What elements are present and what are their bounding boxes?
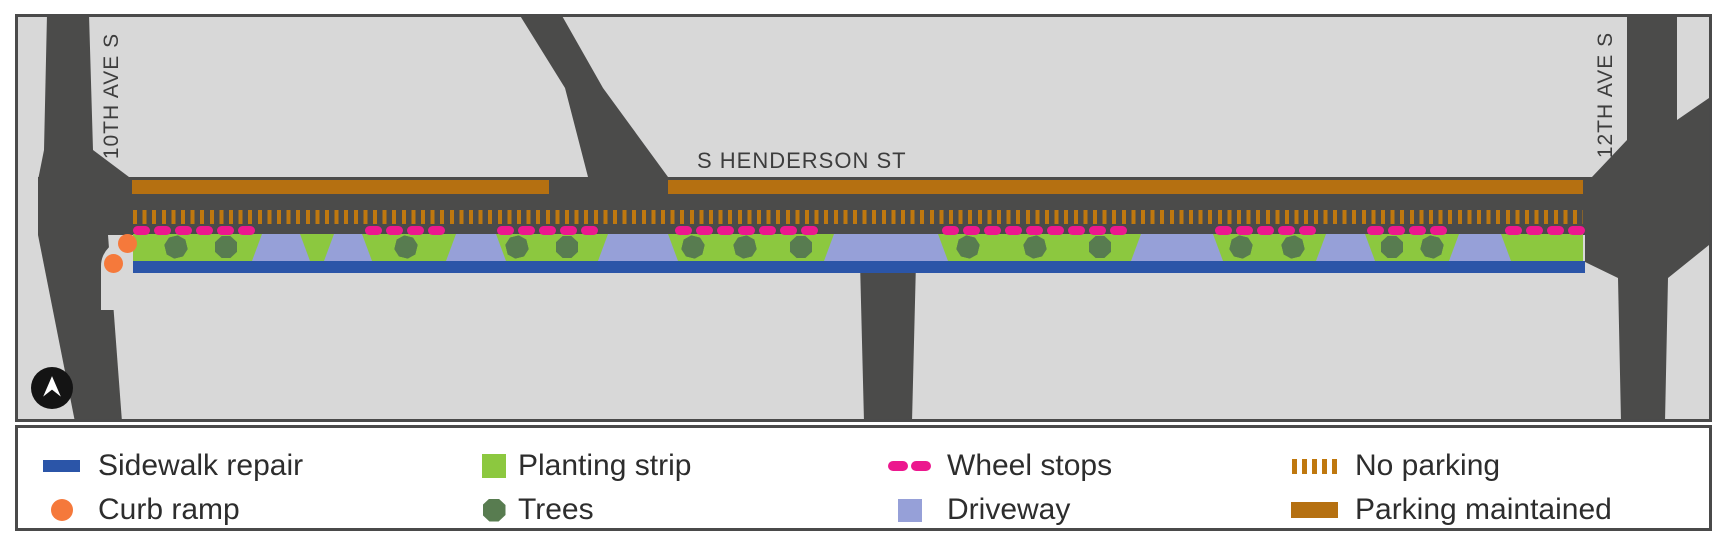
legend-item-no-parking: No parking (1291, 451, 1500, 481)
legend-item-parking-maintained: Parking maintained (1291, 495, 1612, 525)
parking-maintained-bar (132, 180, 549, 194)
wheel-stop (1526, 226, 1543, 235)
wheel-stop (518, 226, 535, 235)
driveway-apron (1449, 234, 1511, 261)
wheel-stop (1430, 226, 1447, 235)
wheel-stop (238, 226, 255, 235)
wheel-stop (386, 226, 403, 235)
driveway-apron (446, 234, 506, 261)
wheel-stop (154, 226, 171, 235)
wheel-stop (133, 226, 150, 235)
legend-label-planting-strip: Planting strip (518, 449, 692, 482)
driveway-apron (1131, 234, 1223, 261)
henderson-street-label: S HENDERSON ST (697, 148, 907, 173)
wheel-stop (1547, 226, 1564, 235)
wheel-stop (801, 226, 818, 235)
sidewalk-repair-swatch (43, 460, 80, 472)
wheel-stop (1005, 226, 1022, 235)
driveway-apron (824, 234, 948, 261)
curb-ramp-swatch (43, 499, 80, 521)
legend-item-trees: Trees (482, 495, 594, 525)
wheel-stop (175, 226, 192, 235)
wheel-stop (738, 226, 755, 235)
planting-strip-swatch (482, 454, 506, 478)
sidewalk-repair-bar (133, 261, 1585, 273)
wheel-stop (675, 226, 692, 235)
tree (556, 236, 578, 258)
legend-item-driveway: Driveway (888, 495, 1070, 525)
wheel-stop (1278, 226, 1295, 235)
wheel-stop (1568, 226, 1585, 235)
parking-maintained-bar (668, 180, 1583, 194)
wheel-stop (1409, 226, 1426, 235)
wheel-stop (407, 226, 424, 235)
wheel-stop (560, 226, 577, 235)
driveway-apron (598, 234, 678, 261)
wheel-stop (942, 226, 959, 235)
wheel-stop (1299, 226, 1316, 235)
wheel-stop (365, 226, 382, 235)
legend-label-wheel-stops: Wheel stops (947, 449, 1113, 482)
parking-maintained-swatch (1291, 502, 1338, 518)
wheel-stop (428, 226, 445, 235)
wheel-stop (759, 226, 776, 235)
north-compass (31, 367, 73, 409)
legend-label-curb-ramp: Curb ramp (98, 493, 240, 526)
wheel-stop (717, 226, 734, 235)
north-arrow-icon (43, 376, 61, 397)
twelfth-ave-label: 12TH AVE S (1594, 31, 1617, 159)
wheel-stop (963, 226, 980, 235)
wheel-stop (497, 226, 514, 235)
wheel-stops-swatch (888, 461, 931, 471)
legend-label-driveway: Driveway (947, 493, 1071, 526)
driveway-apron (252, 234, 310, 261)
wheel-stop (1388, 226, 1405, 235)
no-parking-swatch (1291, 458, 1338, 474)
legend-item-sidewalk-repair: Sidewalk repair (43, 451, 303, 481)
driveway-swatch (888, 498, 931, 522)
wheel-stop (780, 226, 797, 235)
wheel-stop (696, 226, 713, 235)
wheel-stop (1068, 226, 1085, 235)
no-parking-ticks (133, 210, 1583, 224)
wheel-stop (539, 226, 556, 235)
tree (215, 236, 237, 258)
wheel-stop (1367, 226, 1384, 235)
wheel-stop (1215, 226, 1232, 235)
tree (790, 236, 812, 258)
wheel-stop (1257, 226, 1274, 235)
legend-item-curb-ramp: Curb ramp (43, 495, 240, 525)
wheel-stop (1047, 226, 1064, 235)
tenth-ave-label: 10TH AVE S (100, 32, 123, 160)
wheel-stop (1026, 226, 1043, 235)
curb-ramp (117, 233, 137, 253)
wheel-stop (1110, 226, 1127, 235)
wheel-stop (1505, 226, 1522, 235)
legend-label-parking-maintained: Parking maintained (1355, 493, 1612, 526)
driveway-apron (1316, 234, 1375, 261)
tree (1381, 236, 1403, 258)
curb-ramp (103, 253, 123, 273)
legend-item-wheel-stops: Wheel stops (888, 451, 1112, 481)
wheel-stop (1089, 226, 1106, 235)
legend-label-trees: Trees (518, 493, 594, 526)
tree (1089, 236, 1111, 258)
wheel-stop (581, 226, 598, 235)
legend-item-planting-strip: Planting strip (482, 451, 691, 481)
wheel-stop (984, 226, 1001, 235)
legend: Sidewalk repair Curb ramp Planting strip… (15, 425, 1712, 531)
wheel-stop (196, 226, 213, 235)
legend-label-no-parking: No parking (1355, 449, 1501, 482)
legend-label-sidewalk-repair: Sidewalk repair (98, 449, 304, 482)
wheel-stop (217, 226, 234, 235)
trees-swatch (482, 498, 506, 522)
wheel-stop (1236, 226, 1253, 235)
